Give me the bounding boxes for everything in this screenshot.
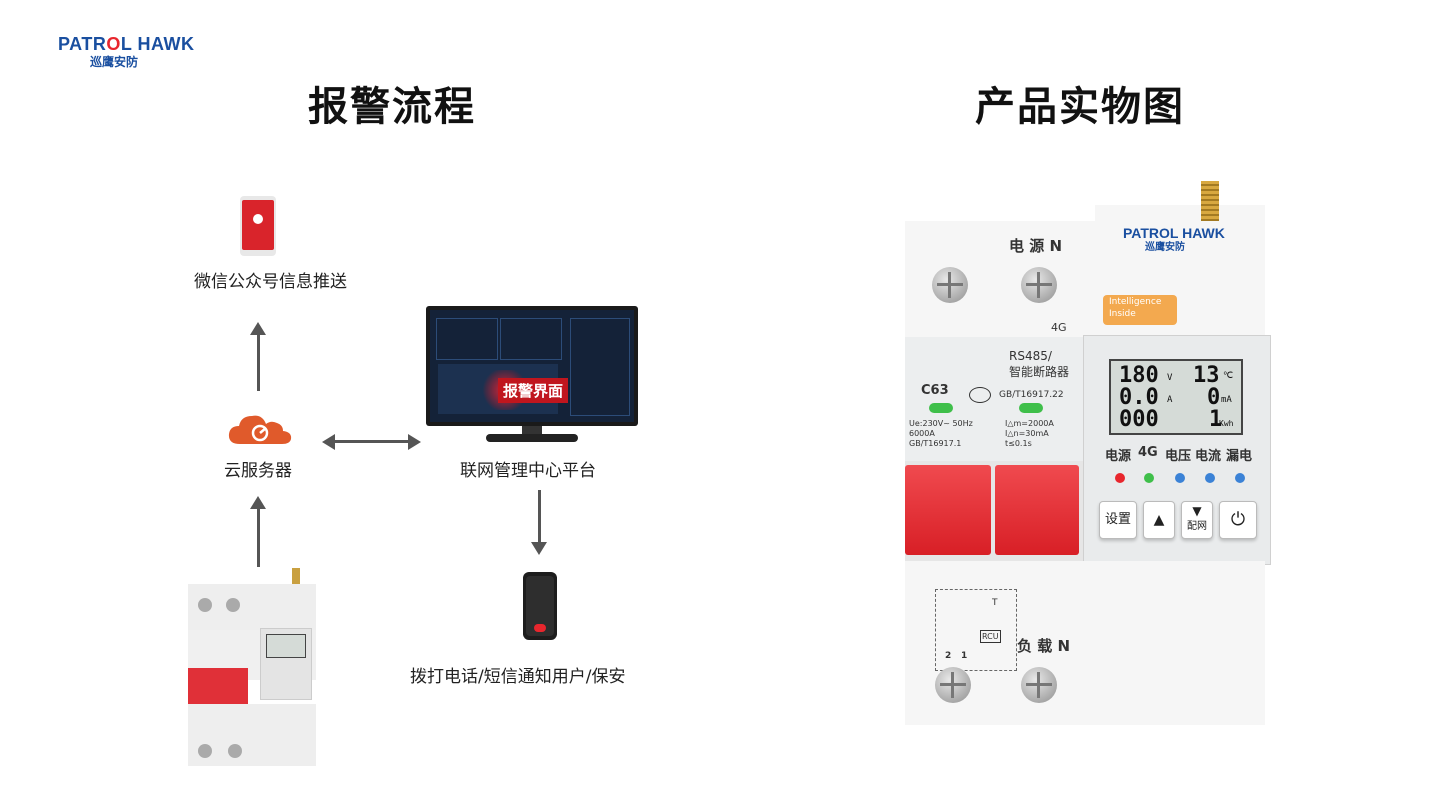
lcd-leak: 0 <box>1207 385 1221 410</box>
screw-icon <box>1021 667 1057 703</box>
net-type-label: 4G <box>1051 321 1067 334</box>
led-voltage <box>1175 473 1185 483</box>
cloud-server-icon <box>226 412 294 446</box>
lcd-voltage-unit: V <box>1167 373 1173 383</box>
product-brand-cn: 巡鹰安防 <box>1145 242 1185 253</box>
standard-label: GB/T16917.22 <box>999 390 1064 400</box>
breaker-switch-right[interactable] <box>995 465 1079 555</box>
small-breaker-image <box>188 568 318 766</box>
wechat-push-label: 微信公众号信息推送 <box>194 272 347 292</box>
spec-right-1: I△m=2000A <box>1005 419 1054 428</box>
intelligence-chip-badge: Intelligence Inside <box>1103 295 1177 325</box>
indicator-label-power: 电源 <box>1105 449 1132 464</box>
lcd-energy-unit: Kwh <box>1219 419 1234 428</box>
led-power <box>1115 473 1125 483</box>
terminal-2-label: 2 <box>945 651 952 661</box>
set-button[interactable]: 设置 <box>1099 501 1137 539</box>
lcd-current: 0.0 <box>1119 385 1159 410</box>
product-photo: 电 源 N PATROL HAWK 巡鹰安防 Intelligence Insi… <box>905 175 1271 725</box>
indicator-label-voltage: 电压 <box>1165 449 1192 464</box>
logo-cn: 巡鹰安防 <box>90 55 139 69</box>
up-button[interactable]: ▲ <box>1143 501 1175 539</box>
model-line2: 智能断路器 <box>1009 365 1070 379</box>
screw-icon <box>935 667 971 703</box>
brand-logo: PATROL HAWK 巡鹰安防 <box>58 34 228 74</box>
call-phone-icon <box>523 572 557 640</box>
lcd-energy: 000 <box>1119 407 1159 432</box>
spec-left-1: Ue:230V~ 50Hz <box>909 419 973 428</box>
product-photo-title: 产品实物图 <box>975 84 1185 130</box>
test-mark: T <box>992 598 998 608</box>
lcd-voltage: 180 <box>1119 363 1159 388</box>
spec-right-2: I△n=30mA <box>1005 429 1049 438</box>
led-current <box>1205 473 1215 483</box>
load-out-label: 负 载 N <box>1017 637 1070 655</box>
down-net-button[interactable]: ▼ 配网 <box>1181 501 1213 539</box>
product-brand-en: PATROL HAWK <box>1123 225 1225 241</box>
alarm-flow-title: 报警流程 <box>308 84 476 130</box>
screw-icon <box>1021 267 1057 303</box>
left-status-indicator <box>929 403 953 413</box>
lcd-leak-unit: mA <box>1221 395 1232 405</box>
right-status-indicator <box>1019 403 1043 413</box>
lcd-temp: 13 <box>1193 363 1220 388</box>
net-config-label: 配网 <box>1187 521 1207 532</box>
wechat-phone-icon <box>240 196 276 256</box>
indicator-label-4g: 4G <box>1138 445 1158 460</box>
spec-left-3: GB/T16917.1 <box>909 439 962 448</box>
power-button[interactable]: ⏻ <box>1219 501 1257 539</box>
led-leakage <box>1235 473 1245 483</box>
lcd-temp-unit: ℃ <box>1223 371 1234 381</box>
down-arrow-icon: ▼ <box>1192 504 1202 518</box>
rcu-label: RCU <box>980 630 1001 643</box>
rating-label: C63 <box>921 383 949 398</box>
cloud-server-label: 云服务器 <box>224 461 292 481</box>
circuit-diagram: RCU T <box>935 589 1017 671</box>
alarm-screen-badge: 报警界面 <box>498 378 569 403</box>
platform-label: 联网管理中心平台 <box>460 461 596 481</box>
logo-text-o: O <box>106 34 121 54</box>
terminal-1-label: 1 <box>961 651 968 661</box>
lcd-current-unit: A <box>1167 395 1173 405</box>
screw-icon <box>932 267 968 303</box>
indicator-label-leakage: 漏电 <box>1226 449 1253 464</box>
led-4g <box>1144 473 1154 483</box>
spec-right-3: t≤0.1s <box>1005 439 1032 448</box>
logo-text-left: PATR <box>58 34 107 54</box>
model-line1: RS485/ <box>1009 349 1052 363</box>
notify-label: 拨打电话/短信通知用户/保安 <box>410 667 626 687</box>
logo-text-right: L HAWK <box>120 34 195 54</box>
spec-left-2: 6000A <box>909 429 935 438</box>
breaker-switch-left[interactable] <box>905 465 991 555</box>
indicator-label-current: 电流 <box>1195 449 1222 464</box>
lcd-display: 180 V 13 ℃ 0.0 A 0 mA 000 1 Kwh <box>1109 359 1243 435</box>
antenna-icon <box>1201 181 1219 221</box>
lcd-energy-digit: 1 <box>1209 407 1223 432</box>
power-in-label: 电 源 N <box>1009 237 1062 255</box>
platform-monitor: 报警界面 <box>426 306 638 444</box>
ccc-mark-icon <box>969 387 991 403</box>
